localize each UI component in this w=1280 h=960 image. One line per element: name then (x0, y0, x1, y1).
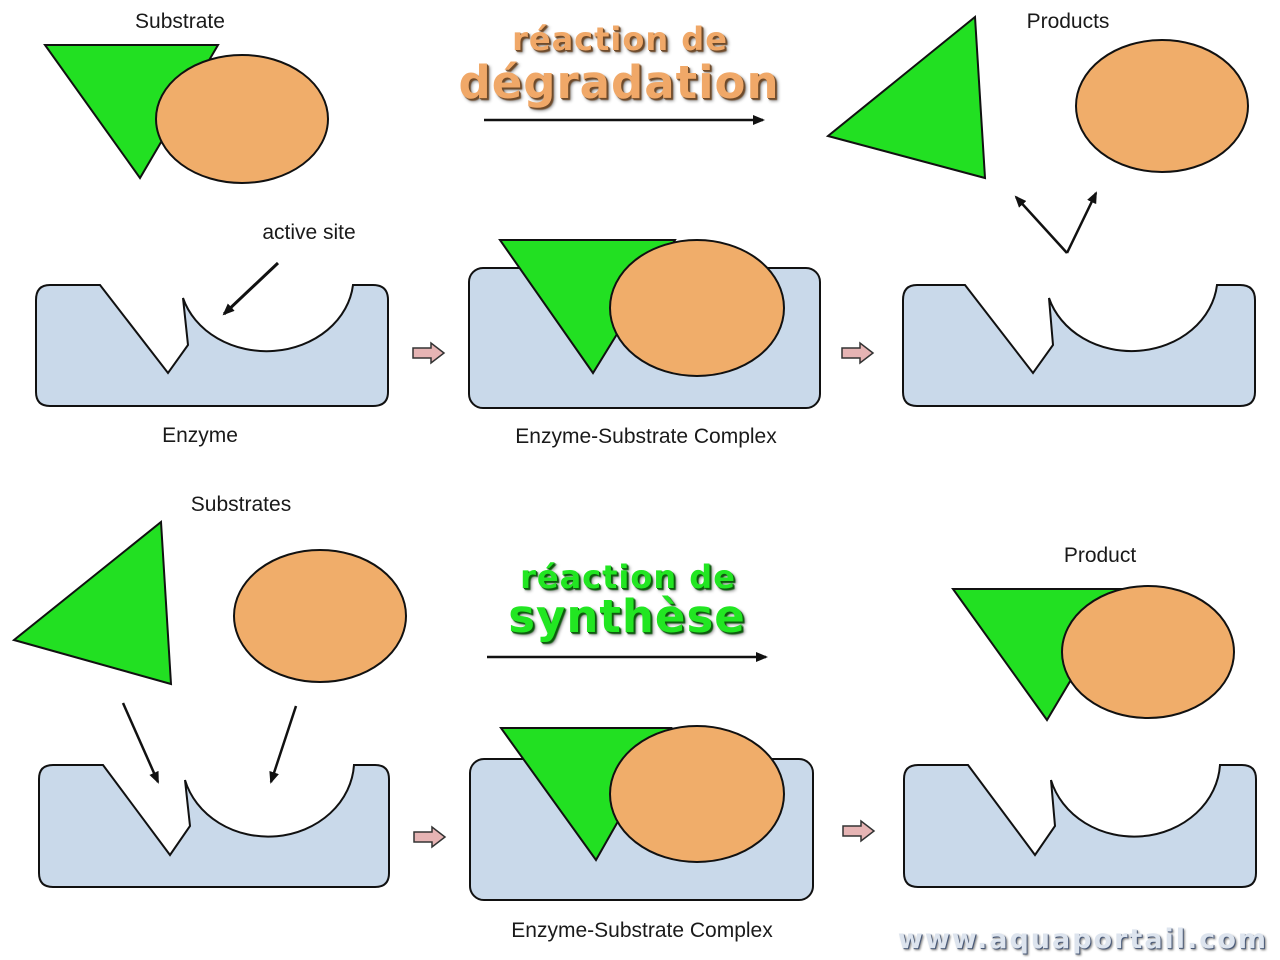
top-substrate-circle (155, 54, 329, 184)
bottom-enzyme (38, 764, 390, 888)
synthesis-title-line1: réaction de (520, 558, 736, 596)
top-product-triangle (825, 15, 987, 180)
bottom-complex-circle (609, 725, 785, 863)
substrates-label: Substrates (190, 493, 292, 516)
step-arrow-2 (841, 341, 875, 365)
synthesis-title-line2: synthèse (508, 590, 746, 643)
bottom-substrate-circle (233, 549, 407, 683)
product-label: Product (1063, 544, 1137, 567)
top-substrate-shapes (43, 44, 329, 184)
step-arrow-1 (412, 341, 446, 365)
top-complex-circle (609, 239, 785, 377)
step-arrow-4 (842, 819, 876, 843)
bottom-right-enzyme (903, 764, 1257, 888)
bottom-product-circle (1061, 585, 1235, 719)
products-label: Products (1026, 10, 1110, 33)
watermark: www.aquaportail.com (897, 924, 1268, 955)
release-arrow-right (1065, 191, 1098, 254)
degradation-title-line1: réaction de (512, 20, 728, 58)
binding-arrow-right (269, 705, 298, 784)
top-product-circle (1075, 39, 1249, 173)
bottom-substrate-triangle (11, 520, 173, 686)
active-site-arrow (222, 261, 280, 316)
binding-arrow-left (121, 702, 160, 784)
degradation-title-line2: dégradation (458, 56, 780, 109)
top-enzyme (35, 284, 389, 407)
release-arrow-left (1014, 195, 1068, 254)
step-arrow-3 (413, 825, 447, 849)
enzyme-label: Enzyme (162, 424, 238, 447)
active-site-label: active site (262, 221, 356, 244)
top-complex-label: Enzyme-Substrate Complex (515, 425, 777, 448)
top-right-enzyme (902, 284, 1256, 407)
substrate-label: Substrate (135, 10, 225, 33)
bottom-complex-label: Enzyme-Substrate Complex (511, 919, 773, 942)
